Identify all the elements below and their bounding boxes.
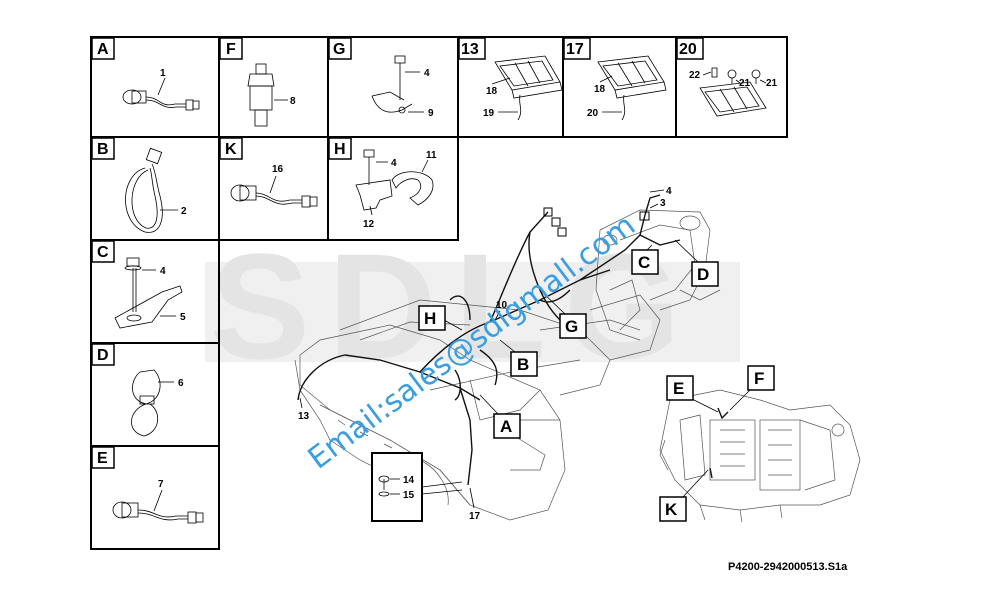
panel-e-part-7: 7 <box>158 479 164 490</box>
panel-a-sensor-drawing: 1 <box>122 68 200 111</box>
panel-label-20: 20 <box>679 41 697 58</box>
panel-k-part-16: 16 <box>272 164 284 175</box>
callout-d: D <box>697 265 709 284</box>
main-part-14: 14 <box>403 475 415 486</box>
panel-h-part-11: 11 <box>426 150 437 161</box>
panel-label-e: E <box>97 450 108 467</box>
callout-g: G <box>565 317 578 336</box>
logo-watermark: SDLG <box>205 222 740 390</box>
panel-e-sensor-drawing: 7 <box>112 479 204 524</box>
panel-label-13: 13 <box>461 41 479 58</box>
main-callouts: C D G H B A <box>418 239 719 439</box>
main-part-4: 4 <box>666 186 672 197</box>
main-part-13: 13 <box>298 411 310 422</box>
callout-k: K <box>665 500 678 519</box>
panel-13-part-18: 18 <box>486 86 498 97</box>
panel-label-g: G <box>333 41 345 58</box>
main-part-15: 15 <box>403 490 415 501</box>
panel-g-part-4: 4 <box>424 68 430 79</box>
main-part-numbers: 4 3 10 13 17 <box>298 186 672 522</box>
panel-c-part-4: 4 <box>160 266 166 277</box>
panel-17-part-20: 20 <box>587 108 599 119</box>
main-part-10: 10 <box>496 300 508 311</box>
panel-label-17: 17 <box>566 41 584 58</box>
panel-c-part-5: 5 <box>180 312 186 323</box>
callout-a: A <box>500 417 512 436</box>
panel-label-d: D <box>97 347 109 364</box>
panel-20-switch-drawing: 22 21 21 <box>689 67 778 117</box>
panel-label-a: A <box>97 41 109 58</box>
detail-panel-grid <box>90 36 788 550</box>
panel-f-part-8: 8 <box>290 96 296 107</box>
panel-g-part-9: 9 <box>428 108 434 119</box>
callout-e: E <box>673 379 684 398</box>
panel-label-k: K <box>225 141 237 158</box>
panel-h-bracket-drawing: 4 11 12 <box>355 149 437 230</box>
panel-20-part-21a: 21 <box>739 78 751 89</box>
panel-d-clamp-drawing: 6 <box>131 369 184 437</box>
panel-c-plate-drawing: 4 5 <box>114 257 186 329</box>
panel-b-part-2: 2 <box>181 206 187 217</box>
panel-h-part-12: 12 <box>363 219 375 230</box>
callout-b: B <box>517 355 529 374</box>
panel-17-part-18: 18 <box>594 84 606 95</box>
panel-label-b: B <box>97 141 109 158</box>
panel-a-part-1: 1 <box>160 68 166 79</box>
callout-f: F <box>754 369 764 388</box>
panel-17-switch-drawing: 18 20 <box>587 55 667 121</box>
transmission-callouts: E F K <box>659 365 775 522</box>
panel-h-part-4: 4 <box>391 158 397 169</box>
main-part-3: 3 <box>660 198 666 209</box>
panel-20-part-22: 22 <box>689 70 701 81</box>
main-part-17: 17 <box>469 511 481 522</box>
panel-k-sensor-drawing: 16 <box>230 164 318 208</box>
panel-g-clip-drawing: 4 9 <box>371 55 434 119</box>
panel-20-part-21b: 21 <box>766 78 778 89</box>
callout-h: H <box>424 309 436 328</box>
panel-13-switch-drawing: 18 19 <box>483 55 563 121</box>
wiring-harness-drawing <box>297 194 681 486</box>
drawing-reference-code: P4200-2942000513.S1a <box>728 561 848 573</box>
panel-d-part-6: 6 <box>178 378 184 389</box>
panel-label-h: H <box>334 141 346 158</box>
panel-f-switch-drawing: 8 <box>247 63 296 127</box>
transmission-drawing <box>659 389 861 523</box>
inset-fastener-box: 14 15 <box>371 452 463 522</box>
panel-b-strap-drawing: 2 <box>125 147 187 233</box>
panel-labels: A F G 13 17 20 B K H C D E <box>91 37 704 469</box>
callout-c: C <box>638 253 650 272</box>
panel-13-part-19: 19 <box>483 108 495 119</box>
panel-label-f: F <box>226 41 236 58</box>
panel-label-c: C <box>97 244 109 261</box>
